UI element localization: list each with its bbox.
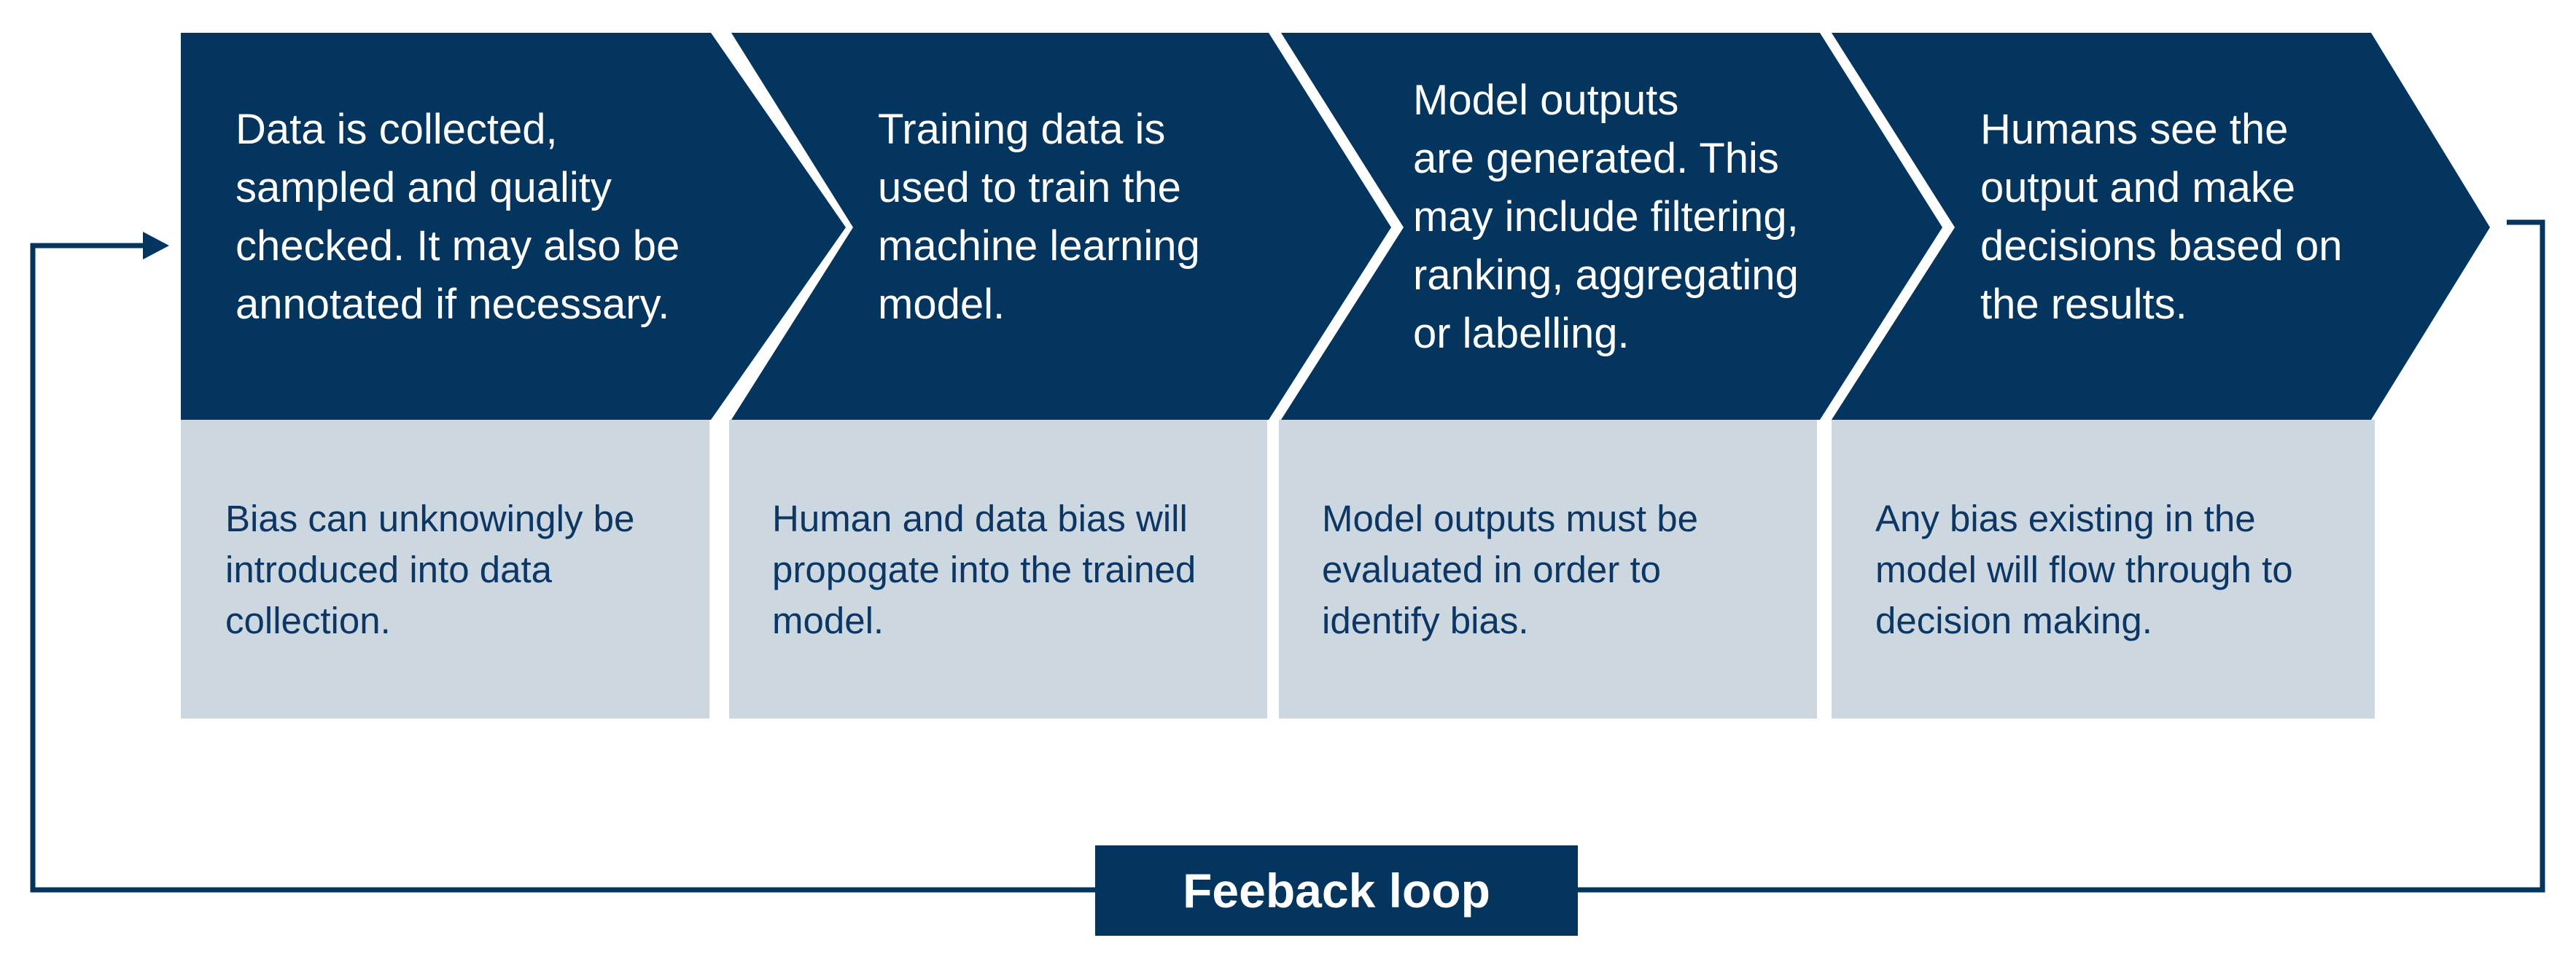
stage-4-bias-panel bbox=[1832, 420, 2375, 719]
stage-4-chevron bbox=[1832, 33, 2490, 420]
stage-1-bias-panel bbox=[181, 420, 709, 719]
stage-3-bias-panel bbox=[1279, 420, 1817, 719]
stage-4-step-text: Humans see the output and make decisions… bbox=[1980, 106, 2343, 328]
feedback-loop-line bbox=[1578, 219, 2545, 893]
stage-2-chevron bbox=[731, 33, 1391, 420]
stage-4-bias-text: Any bias existing in the model will flow… bbox=[1875, 498, 2293, 641]
stage-2-bias-panel bbox=[729, 420, 1267, 719]
feedback-arrowhead bbox=[143, 232, 169, 259]
stage-2-bias-text: Human and data bias will propogate into … bbox=[772, 498, 1196, 641]
feedback-loop-return-line bbox=[30, 243, 1095, 893]
stage-1-bias-text: Bias can unknowingly be introduced into … bbox=[225, 498, 635, 641]
stage-1-chevron bbox=[181, 33, 846, 420]
stage-1-step-text: Data is collected, sampled and quality c… bbox=[236, 106, 680, 328]
stage-3-step-text: Model outputs are generated. This may in… bbox=[1413, 77, 1799, 357]
feedback-loop-label: Feeback loop bbox=[1183, 864, 1490, 918]
stage-3-chevron bbox=[1281, 33, 1942, 420]
stage-3-bias-text: Model outputs must be evaluated in order… bbox=[1322, 498, 1698, 641]
stage-2-step-text: Training data is used to train the machi… bbox=[878, 106, 1200, 328]
feedback-label-box bbox=[1095, 845, 1578, 936]
